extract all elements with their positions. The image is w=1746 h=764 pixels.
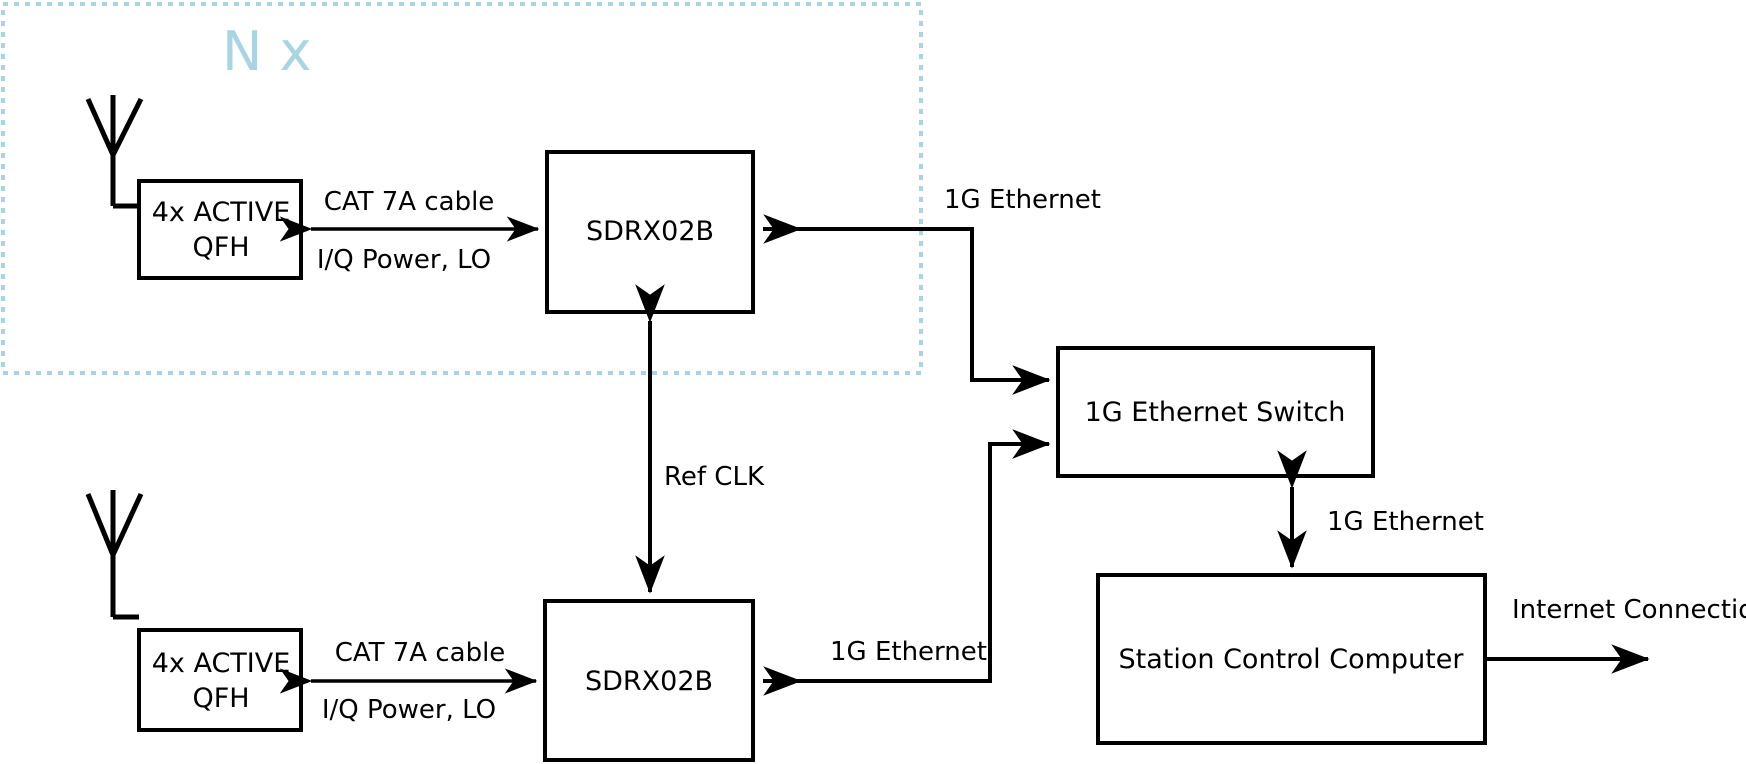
block-qfh-top[interactable]: [137, 179, 303, 280]
block-station-control-computer-label: Station Control Computer: [1119, 644, 1465, 675]
block-sdrx02b-bottom-label: SDRX02B: [585, 666, 713, 697]
block-ethernet-switch-label: 1G Ethernet Switch: [1085, 397, 1346, 428]
block-sdrx02b-top-label: SDRX02B: [586, 216, 714, 247]
link-label-1g-ethernet-top: 1G Ethernet: [944, 185, 1101, 215]
antenna-top-icon: [85, 95, 144, 209]
link-label-iq-power-lo-bottom: I/Q Power, LO: [322, 695, 496, 725]
block-sdrx02b-bottom[interactable]: [543, 599, 755, 762]
link-sdrx-top-to-switch: [763, 214, 1051, 395]
link-label-1g-ethernet-switch-computer: 1G Ethernet: [1327, 507, 1484, 537]
group-dotted-border: [1, 2, 923, 375]
antenna-bottom-icon: [85, 490, 144, 620]
link-label-internet-connection: Internet Connection: [1512, 595, 1746, 625]
link-sdrx-bottom-to-switch: [763, 429, 1051, 696]
block-qfh-top-label-line1: 4x ACTIVE: [152, 197, 291, 228]
link-label-ref-clk: Ref CLK: [664, 462, 765, 492]
block-ethernet-switch[interactable]: [1056, 346, 1375, 478]
block-qfh-bottom-label-line1: 4x ACTIVE: [152, 648, 291, 679]
block-station-control-computer[interactable]: [1096, 573, 1487, 745]
group-multiplier-label: N x: [222, 20, 312, 83]
link-label-1g-ethernet-bottom: 1G Ethernet: [830, 637, 987, 667]
block-qfh-top-label-line2: QFH: [192, 232, 249, 263]
link-label-iq-power-lo-top: I/Q Power, LO: [317, 245, 491, 275]
block-qfh-bottom-label-line2: QFH: [192, 683, 249, 714]
link-label-cat7a-top: CAT 7A cable: [324, 187, 495, 217]
link-label-cat7a-bottom: CAT 7A cable: [335, 638, 506, 668]
block-qfh-bottom[interactable]: [137, 628, 303, 732]
